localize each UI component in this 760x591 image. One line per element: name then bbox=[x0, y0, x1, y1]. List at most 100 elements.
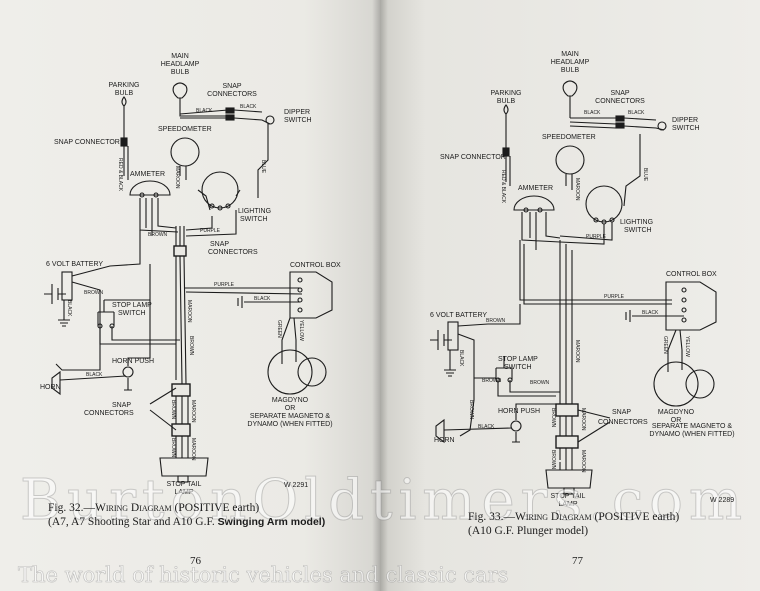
left-figure-caption: Fig. 32.—Wiring Diagram (POSITIVE earth)… bbox=[48, 501, 368, 529]
label: AMMETER bbox=[518, 185, 553, 192]
left-dipper-switch-icon bbox=[265, 115, 275, 125]
caption-title: —Wiring Diagram bbox=[503, 511, 592, 523]
label: MAIN bbox=[171, 53, 189, 60]
right-figure-caption: Fig. 33.—Wiring Diagram (POSITIVE earth)… bbox=[468, 510, 758, 538]
label: MAGDYNO bbox=[272, 397, 309, 404]
wire-label: MAROON bbox=[574, 340, 580, 363]
wire-label: BROWN bbox=[148, 232, 168, 238]
right-top-snap-connector bbox=[615, 115, 625, 122]
left-wiring-diagram bbox=[44, 82, 333, 483]
wire-label: PURPLE bbox=[586, 234, 607, 240]
label: OR bbox=[671, 417, 682, 424]
label: DIPPER bbox=[672, 117, 698, 124]
right-dipper-switch-icon bbox=[657, 121, 667, 131]
label: SWITCH bbox=[240, 216, 268, 223]
label: STOP TAIL bbox=[551, 493, 586, 500]
left-figure-id: W 2291 bbox=[284, 482, 309, 489]
wire-label: BLACK bbox=[240, 104, 257, 110]
right-horn-push-icon bbox=[510, 420, 522, 432]
label: SWITCH bbox=[504, 364, 532, 371]
label: AMMETER bbox=[130, 171, 165, 178]
site-tagline-watermark: The world of historic vehicles and class… bbox=[18, 563, 509, 588]
left-page bbox=[0, 0, 380, 591]
right-horn-icon bbox=[435, 418, 445, 444]
left-battery-icon bbox=[61, 271, 73, 301]
wire-label: RED & BLACK bbox=[500, 170, 506, 204]
wire-label: MAROON bbox=[186, 300, 192, 323]
wire-label: BROWN bbox=[170, 438, 176, 458]
wire-label: PURPLE bbox=[214, 282, 235, 288]
label: SWITCH bbox=[624, 227, 652, 234]
caption-fig-number: Fig. 32. bbox=[48, 502, 84, 514]
label: CONTROL BOX bbox=[290, 262, 341, 269]
label: STOP LAMP bbox=[498, 356, 538, 363]
label: DIPPER bbox=[284, 109, 310, 116]
right-control-box-icon bbox=[665, 281, 717, 331]
label: BULB bbox=[497, 98, 516, 105]
label: HEADLAMP bbox=[551, 59, 590, 66]
wire-label: PURPLE bbox=[200, 228, 221, 234]
left-control-box-icon bbox=[289, 271, 333, 319]
left-stop-tail-lamp-icon bbox=[159, 457, 209, 477]
right-lighting-switch-icon bbox=[585, 185, 623, 223]
right-stop-tail-lamp-icon bbox=[545, 469, 593, 489]
wire-label: BROWN bbox=[468, 400, 474, 420]
label: PARKING bbox=[109, 82, 140, 89]
caption-fig-number: Fig. 33. bbox=[468, 511, 504, 523]
wire-label: BLACK bbox=[458, 350, 464, 367]
label: HORN PUSH bbox=[498, 408, 540, 415]
label: CONNECTORS bbox=[595, 98, 645, 105]
label: OR bbox=[285, 405, 296, 412]
right-stop-lamp-switch-icon bbox=[495, 356, 513, 380]
wire-label: PURPLE bbox=[604, 294, 625, 300]
label: BULB bbox=[561, 67, 580, 74]
label: PARKING bbox=[491, 90, 522, 97]
wire-label: GREEN bbox=[276, 320, 282, 338]
left-lower-snap-connectors bbox=[171, 383, 191, 397]
right-headlamp-bulb-icon bbox=[562, 80, 578, 97]
wire-label: BLACK bbox=[86, 372, 103, 378]
caption-models: (A7, A7 Shooting Star and A10 G.F. bbox=[48, 516, 218, 528]
right-page-number: 77 bbox=[572, 555, 583, 567]
label: CONNECTORS bbox=[84, 410, 134, 417]
wire-label: MAROON bbox=[190, 438, 196, 461]
label: DYNAMO (WHEN FITTED) bbox=[649, 431, 734, 438]
label: SPEEDOMETER bbox=[158, 126, 212, 133]
left-wire-labels: BLACK BLACK BLUE RED & BLACK MAROON BROW… bbox=[66, 104, 304, 461]
wire-label: BROWN bbox=[170, 400, 176, 420]
left-top-snap-connector bbox=[225, 107, 235, 114]
wire-label: BROWN bbox=[84, 290, 104, 296]
wire-label: BLACK bbox=[254, 296, 271, 302]
right-component-labels: MAIN HEADLAMP BULB PARKING BULB SNAP CON… bbox=[430, 51, 735, 508]
left-headlamp-bulb-icon bbox=[172, 82, 188, 99]
right-battery-icon bbox=[447, 321, 459, 351]
label: BULB bbox=[115, 90, 134, 97]
wire-label: BLUE bbox=[260, 160, 266, 174]
wire-label: MAROON bbox=[574, 178, 580, 201]
label: LIGHTING bbox=[620, 219, 653, 226]
label: SNAP bbox=[612, 409, 631, 416]
label: MAIN bbox=[561, 51, 579, 58]
wire-label: BROWN bbox=[482, 378, 502, 384]
right-wire-labels: BLACK BLACK BLUE RED & BLACK MAROON PURP… bbox=[458, 110, 690, 473]
label: CONNECTORS bbox=[208, 249, 258, 256]
label: HORN bbox=[434, 437, 455, 444]
wire-label: BLACK bbox=[642, 310, 659, 316]
label: CONNECTORS bbox=[207, 91, 257, 98]
wire-label: BROWN bbox=[188, 336, 194, 356]
label: SNAP bbox=[610, 90, 629, 97]
label: CONNECTORS bbox=[598, 419, 648, 426]
left-component-labels: MAIN HEADLAMP BULB PARKING BULB SNAP CON… bbox=[40, 53, 341, 496]
label: SNAP bbox=[222, 83, 241, 90]
label: SNAP CONNECTOR bbox=[440, 154, 506, 161]
label: MAGDYNO bbox=[658, 409, 695, 416]
label: SEPARATE MAGNETO & bbox=[652, 423, 732, 430]
caption-title: —Wiring Diagram bbox=[83, 502, 172, 514]
label: SWITCH bbox=[118, 310, 146, 317]
label: HORN bbox=[40, 384, 61, 391]
left-horn-push-icon bbox=[122, 366, 134, 378]
wire-label: MAROON bbox=[190, 400, 196, 423]
wire-label: MAROON bbox=[174, 166, 180, 189]
label: SWITCH bbox=[672, 125, 700, 132]
